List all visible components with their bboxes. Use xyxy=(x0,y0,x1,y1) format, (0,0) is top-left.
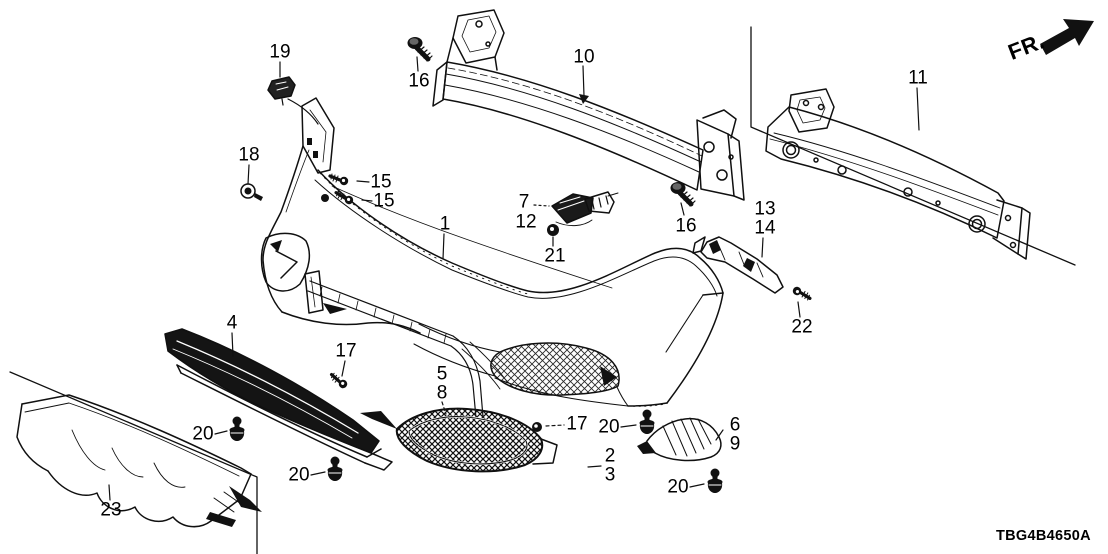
callout-12[interactable]: 12 xyxy=(515,211,537,233)
rear-bumper-face-drawing xyxy=(260,97,724,419)
detail-box-lines xyxy=(9,26,1076,554)
callout-13[interactable]: 13 xyxy=(754,198,776,220)
callout-17a[interactable]: 17 xyxy=(335,340,357,362)
callout-18[interactable]: 18 xyxy=(238,144,260,166)
fr-arrow-icon xyxy=(1040,19,1094,55)
callout-20a[interactable]: 20 xyxy=(192,423,214,445)
callout-20c[interactable]: 20 xyxy=(598,416,620,438)
lower-garnish-drawing xyxy=(164,328,393,471)
side-bracket-drawing xyxy=(692,236,784,294)
callout-14[interactable]: 14 xyxy=(754,217,776,239)
callout-2[interactable]: 2 xyxy=(604,445,616,467)
callout-11[interactable]: 11 xyxy=(908,67,928,89)
mesh-grille-drawing xyxy=(360,407,558,473)
callout-15a[interactable]: 15 xyxy=(370,171,392,193)
callout-8[interactable]: 8 xyxy=(436,382,448,404)
clip-icon xyxy=(267,76,296,106)
callout-7[interactable]: 7 xyxy=(518,191,530,213)
callout-19[interactable]: 19 xyxy=(269,41,291,63)
side-beam-drawing xyxy=(765,88,1031,260)
callout-5[interactable]: 5 xyxy=(436,363,448,385)
grommet-icon xyxy=(532,224,559,432)
rivet-icon xyxy=(240,183,263,201)
rear-diffuser-drawing xyxy=(16,394,262,528)
callout-10[interactable]: 10 xyxy=(573,46,595,68)
callout-22[interactable]: 22 xyxy=(791,316,813,338)
callout-21[interactable]: 21 xyxy=(544,245,566,267)
corner-garnish-drawing xyxy=(637,417,722,462)
callout-1[interactable]: 1 xyxy=(439,213,451,235)
diagram-code: TBG4B4650A xyxy=(996,528,1091,544)
leader-lines xyxy=(108,56,920,501)
callout-23[interactable]: 23 xyxy=(100,499,122,521)
bumper-beam-drawing xyxy=(432,9,745,201)
callout-20b[interactable]: 20 xyxy=(288,464,310,486)
callout-3[interactable]: 3 xyxy=(604,464,616,486)
callout-15b[interactable]: 15 xyxy=(373,190,395,212)
callout-9[interactable]: 9 xyxy=(729,433,741,455)
callout-6[interactable]: 6 xyxy=(729,414,741,436)
callout-16b[interactable]: 16 xyxy=(675,215,697,237)
callout-16a[interactable]: 16 xyxy=(408,70,430,92)
callout-20d[interactable]: 20 xyxy=(667,476,689,498)
parking-sensor-drawing xyxy=(551,191,619,227)
callout-17b[interactable]: 17 xyxy=(566,413,588,435)
callout-4[interactable]: 4 xyxy=(226,312,238,334)
